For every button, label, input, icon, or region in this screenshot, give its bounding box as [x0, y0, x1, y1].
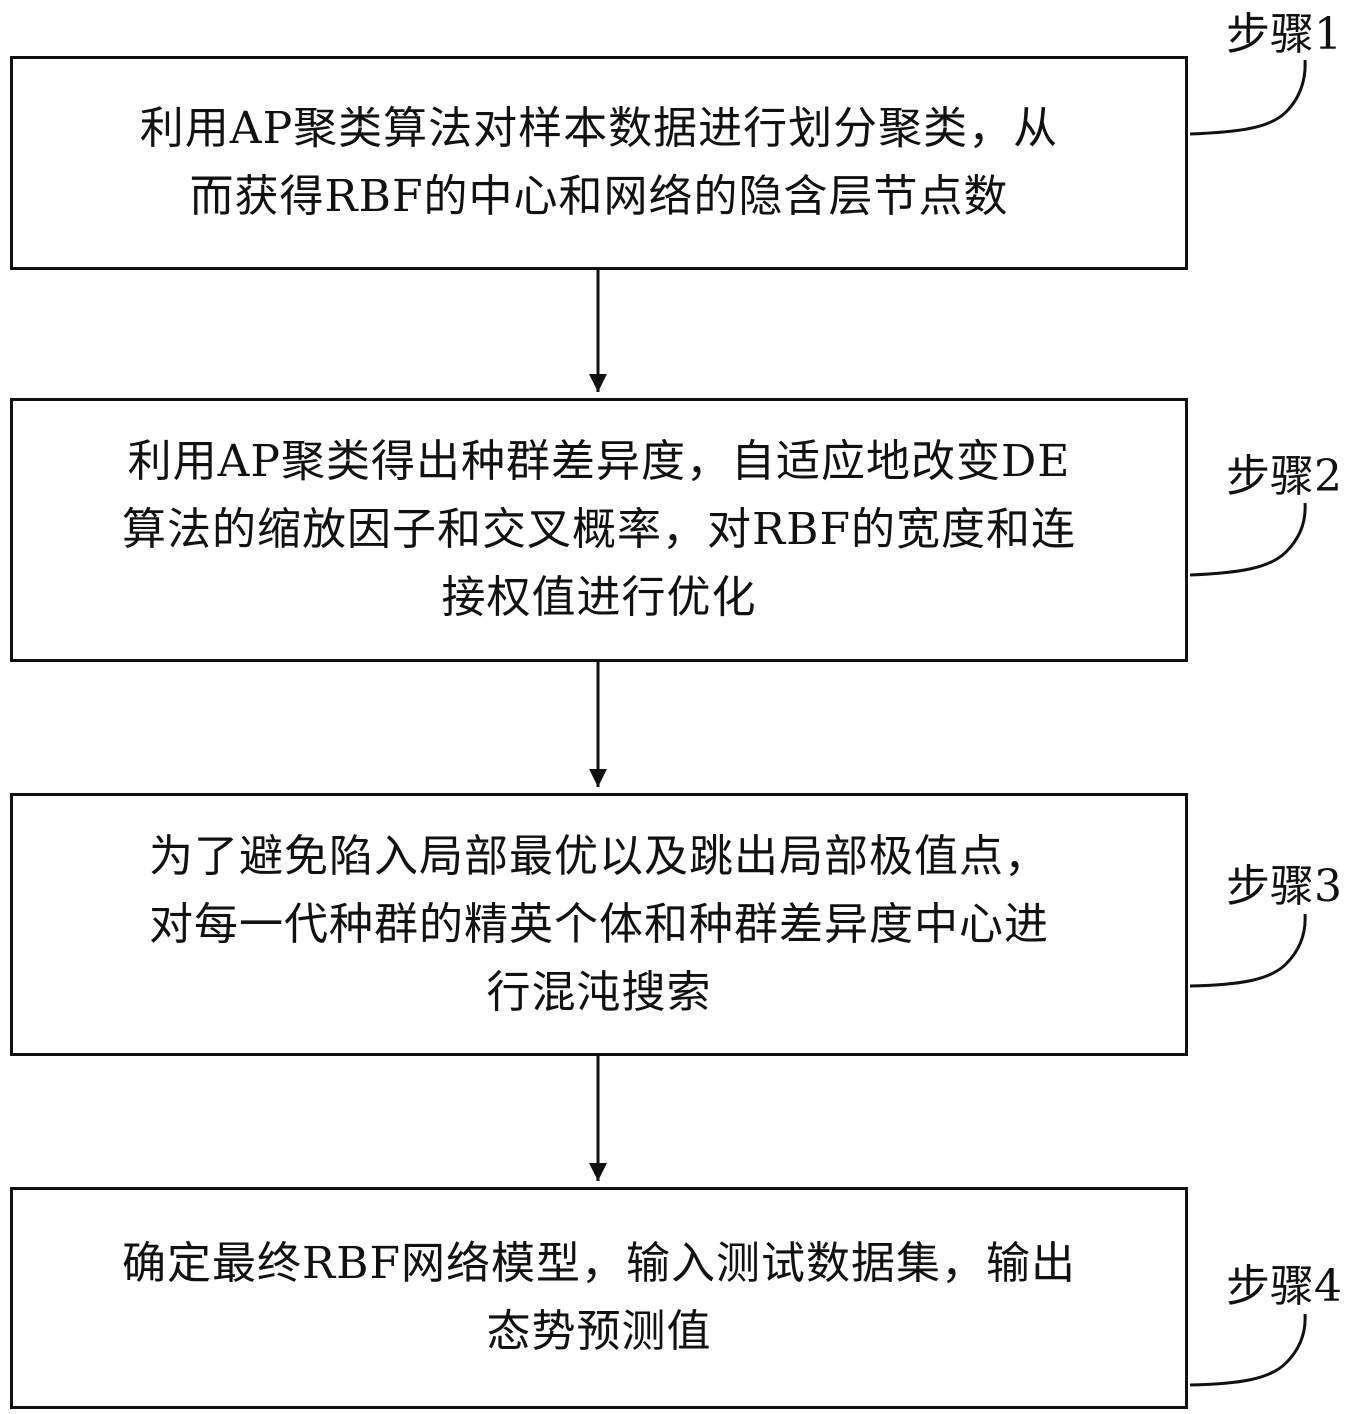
step-1-label: 步骤1: [1226, 10, 1342, 60]
step-4-box: 确定最终RBF网络模型，输入测试数据集，输出 态势预测值: [10, 1187, 1188, 1409]
step-3-leader-curve: [1190, 914, 1305, 986]
step-2-text: 利用AP聚类得出种群差异度，自适应地改变DE 算法的缩放因子和交叉概率，对RBF…: [122, 428, 1076, 632]
step-3-text: 为了避免陷入局部最优以及跳出局部极值点， 对每一代种群的精英个体和种群差异度中心…: [149, 823, 1049, 1027]
step-2-box: 利用AP聚类得出种群差异度，自适应地改变DE 算法的缩放因子和交叉概率，对RBF…: [10, 398, 1188, 662]
step-1-box: 利用AP聚类算法对样本数据进行划分聚类，从 而获得RBF的中心和网络的隐含层节点…: [10, 56, 1188, 270]
step-3-label: 步骤3: [1226, 862, 1342, 912]
step-3-box: 为了避免陷入局部最优以及跳出局部极值点， 对每一代种群的精英个体和种群差异度中心…: [10, 793, 1188, 1056]
step-2-leader-curve: [1190, 503, 1305, 575]
step-4-text: 确定最终RBF网络模型，输入测试数据集，输出 态势预测值: [122, 1230, 1076, 1366]
step-1-text: 利用AP聚类算法对样本数据进行划分聚类，从 而获得RBF的中心和网络的隐含层节点…: [140, 95, 1058, 231]
step-4-label: 步骤4: [1226, 1262, 1342, 1312]
step-4-leader-curve: [1190, 1314, 1305, 1385]
step-2-label: 步骤2: [1226, 452, 1342, 502]
step-1-leader-curve: [1190, 60, 1305, 134]
